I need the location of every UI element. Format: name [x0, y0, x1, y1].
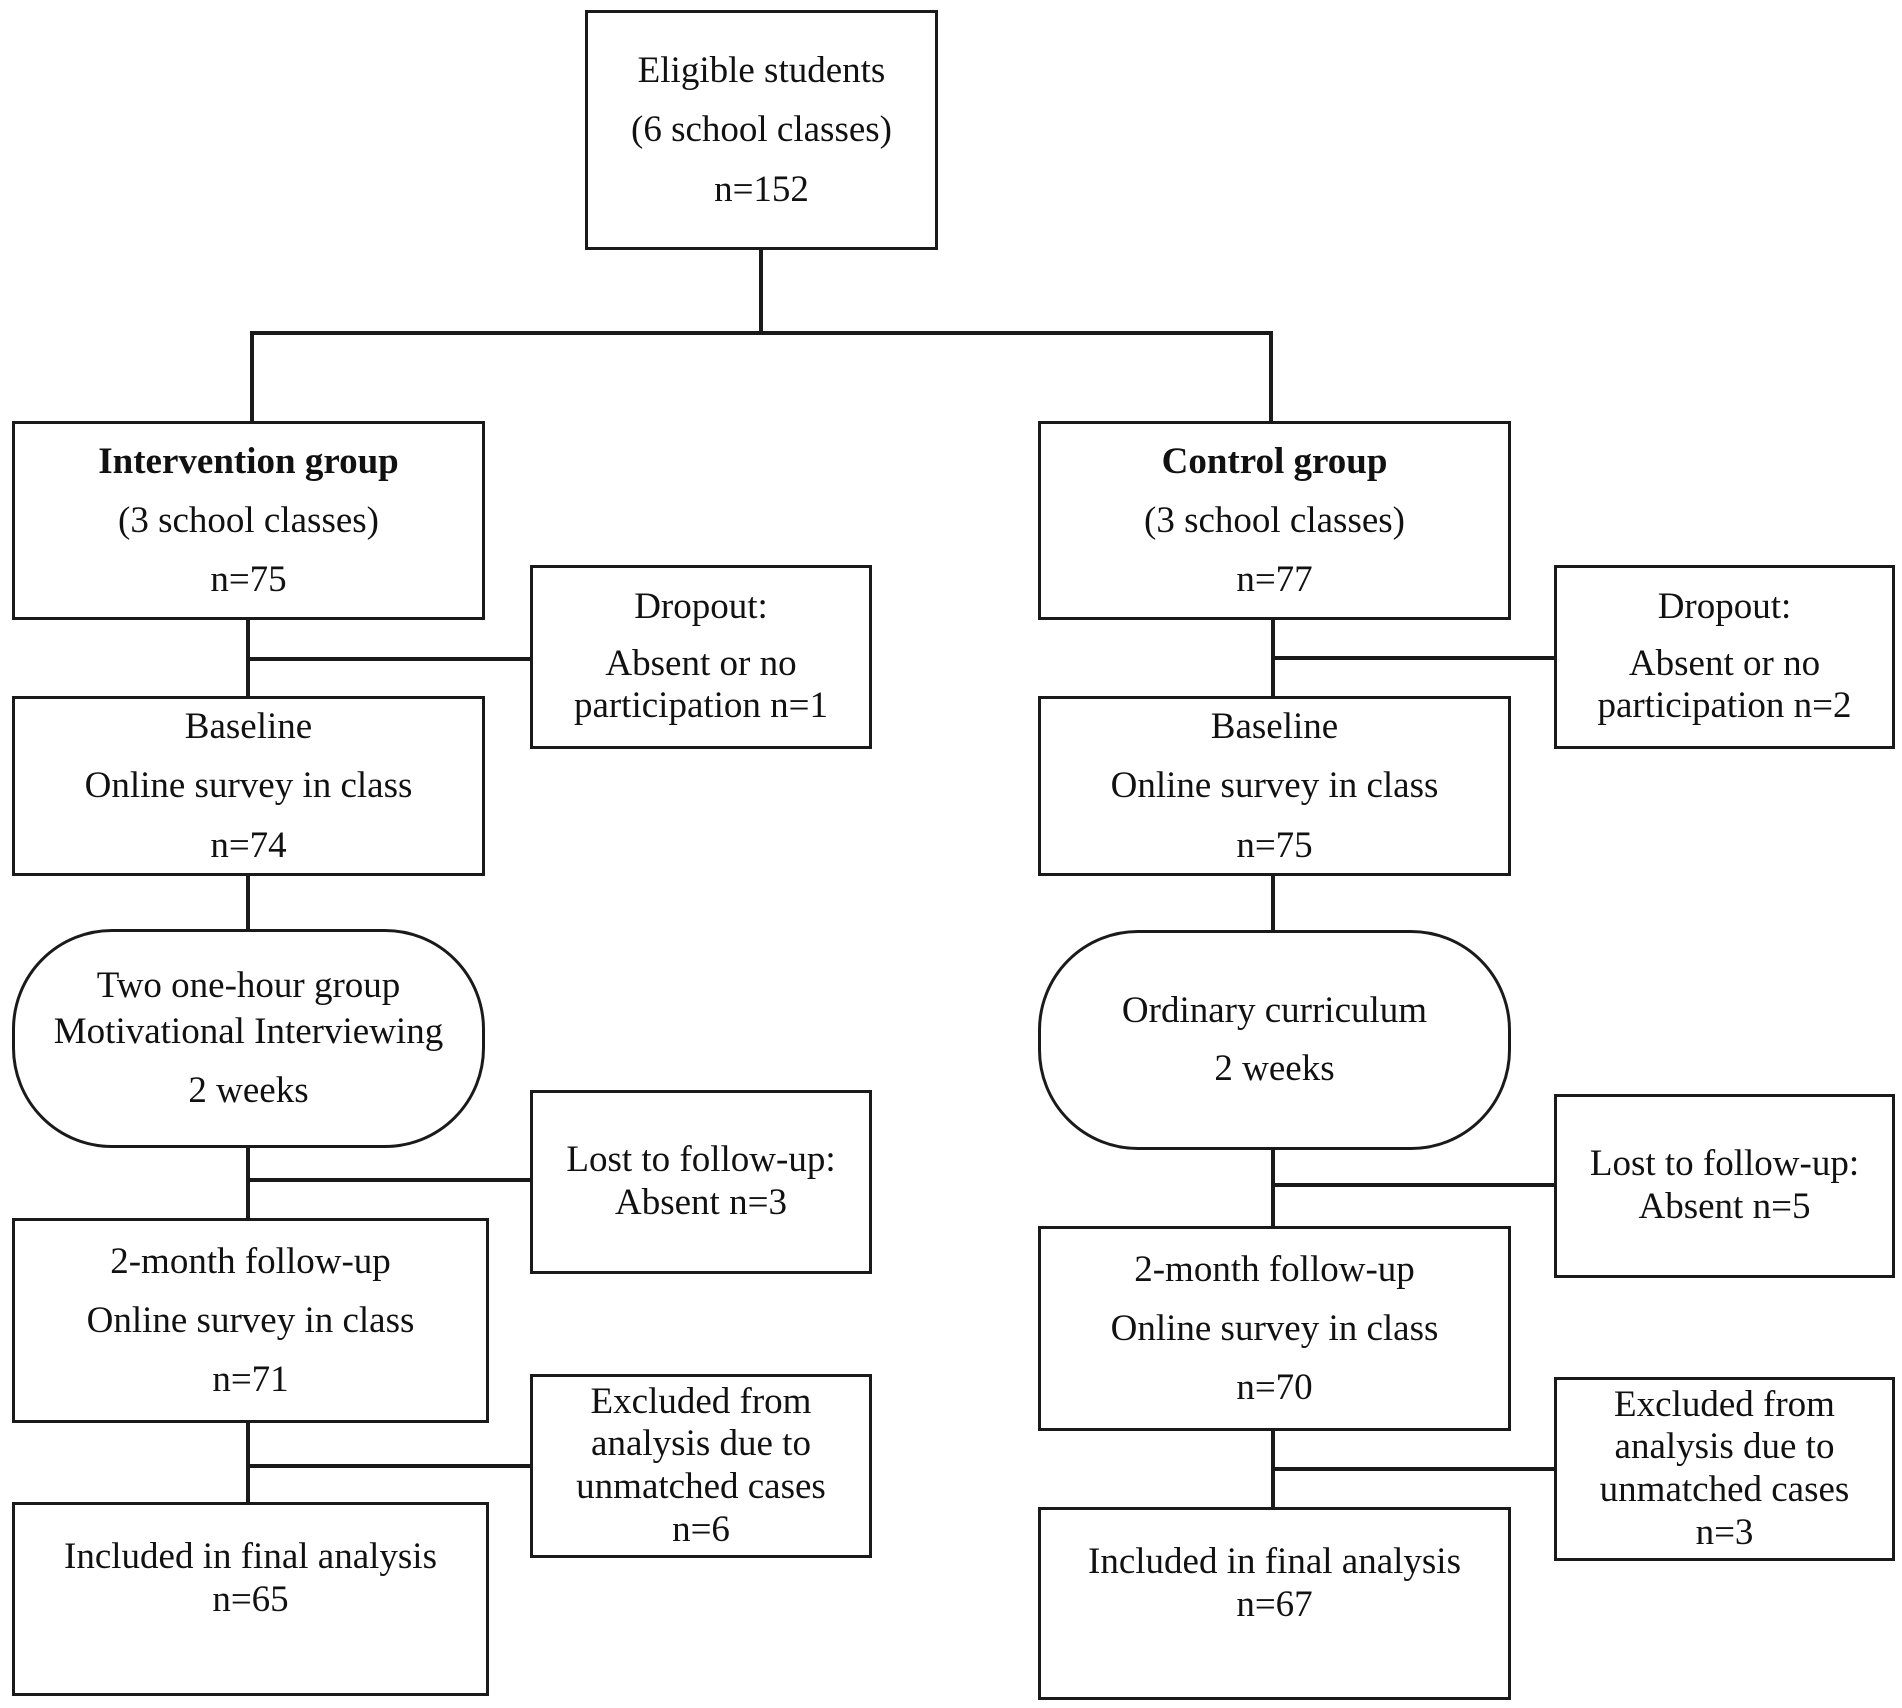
- control-excluded-line2: analysis due to: [1614, 1426, 1835, 1468]
- connector-to-control: [1269, 331, 1273, 423]
- control-followup-count: n=70: [1236, 1367, 1313, 1409]
- intervention-group-box: Intervention group (3 school classes) n=…: [12, 421, 485, 620]
- control-dropout-count: participation n=2: [1597, 685, 1852, 727]
- eligible-title: Eligible students: [637, 50, 886, 92]
- intervention-baseline-count: n=74: [210, 824, 287, 866]
- control-baseline-box: Baseline Online survey in class n=75: [1038, 696, 1511, 876]
- intervention-group-count: n=75: [210, 559, 287, 601]
- intervention-baseline-title: Baseline: [184, 706, 313, 748]
- control-dropout-box: Dropout: Absent or no participation n=2: [1554, 565, 1895, 749]
- control-baseline-title: Baseline: [1210, 706, 1339, 748]
- intervention-excluded-count: n=6: [672, 1508, 730, 1550]
- intervention-treatment-line1: Two one-hour group: [96, 965, 401, 1007]
- control-final-title: Included in final analysis: [1088, 1540, 1461, 1582]
- intervention-final-count: n=65: [212, 1579, 289, 1620]
- intervention-followup-count: n=71: [212, 1359, 289, 1401]
- control-excluded-line3: unmatched cases: [1599, 1469, 1850, 1510]
- intervention-lost-box: Lost to follow-up: Absent n=3: [530, 1090, 872, 1274]
- control-dropout-title: Dropout:: [1657, 586, 1792, 628]
- intervention-treatment-box: Two one-hour group Motivational Intervie…: [12, 929, 485, 1148]
- intervention-treatment-line2: Motivational Interviewing: [53, 1011, 444, 1053]
- control-followup-method: Online survey in class: [1110, 1307, 1439, 1349]
- control-excluded-count: n=3: [1695, 1511, 1754, 1553]
- intervention-excluded-box: Excluded from analysis due to unmatched …: [530, 1374, 872, 1558]
- connector-intervention-lost: [246, 1178, 532, 1182]
- intervention-excluded-line2: analysis due to: [591, 1423, 811, 1465]
- control-treatment-duration: 2 weeks: [1214, 1048, 1335, 1089]
- intervention-dropout-box: Dropout: Absent or no participation n=1: [530, 565, 872, 749]
- intervention-lost-count: Absent n=3: [615, 1182, 787, 1223]
- connector-control-dropout: [1271, 656, 1556, 660]
- intervention-dropout-count: participation n=1: [573, 685, 829, 727]
- intervention-followup-method: Online survey in class: [86, 1299, 415, 1341]
- connector-split-horizontal: [250, 331, 1273, 335]
- control-excluded-box: Excluded from analysis due to unmatched …: [1554, 1377, 1895, 1561]
- intervention-excluded-line1: Excluded from: [590, 1380, 812, 1422]
- intervention-final-box: Included in final analysis n=65: [12, 1502, 489, 1696]
- connector-intervention-followup-to-final: [246, 1421, 250, 1504]
- intervention-treatment-duration: 2 weeks: [188, 1069, 309, 1111]
- connector-intervention-excluded: [246, 1464, 532, 1468]
- connector-control-baseline-to-treatment: [1271, 876, 1275, 932]
- connector-intervention-treatment-to-followup: [246, 1146, 250, 1220]
- control-group-title: Control group: [1161, 440, 1388, 482]
- connector-control-treatment-to-followup: [1271, 1148, 1275, 1228]
- control-treatment-line1: Ordinary curriculum: [1121, 989, 1428, 1031]
- control-excluded-line1: Excluded from: [1614, 1383, 1835, 1425]
- control-baseline-count: n=75: [1236, 824, 1313, 866]
- control-dropout-reason: Absent or no: [1628, 642, 1821, 684]
- control-followup-title: 2-month follow-up: [1134, 1248, 1415, 1290]
- intervention-group-title: Intervention group: [98, 440, 399, 482]
- control-group-box: Control group (3 school classes) n=77: [1038, 421, 1511, 620]
- connector-to-intervention: [250, 331, 254, 423]
- control-baseline-method: Online survey in class: [1110, 765, 1439, 807]
- intervention-lost-title: Lost to follow-up:: [566, 1139, 836, 1181]
- intervention-dropout-reason: Absent or no: [605, 642, 797, 684]
- control-followup-box: 2-month follow-up Online survey in class…: [1038, 1226, 1511, 1431]
- intervention-group-classes: (3 school classes): [118, 499, 379, 541]
- intervention-followup-box: 2-month follow-up Online survey in class…: [12, 1218, 489, 1423]
- connector-intervention-baseline-to-treatment: [246, 876, 250, 931]
- intervention-dropout-title: Dropout:: [634, 586, 768, 628]
- connector-control-lost: [1271, 1183, 1556, 1187]
- control-lost-count: Absent n=5: [1638, 1186, 1811, 1227]
- control-final-count: n=67: [1236, 1583, 1313, 1625]
- intervention-baseline-box: Baseline Online survey in class n=74: [12, 696, 485, 876]
- intervention-baseline-method: Online survey in class: [84, 765, 413, 807]
- intervention-final-title: Included in final analysis: [64, 1536, 437, 1578]
- connector-control-excluded: [1271, 1467, 1556, 1471]
- control-treatment-box: Ordinary curriculum 2 weeks: [1038, 930, 1511, 1150]
- control-final-box: Included in final analysis n=67: [1038, 1507, 1511, 1700]
- eligible-students-box: Eligible students (6 school classes) n=1…: [585, 10, 938, 250]
- control-lost-title: Lost to follow-up:: [1589, 1143, 1860, 1185]
- control-group-classes: (3 school classes): [1144, 499, 1405, 541]
- control-lost-box: Lost to follow-up: Absent n=5: [1554, 1094, 1895, 1278]
- intervention-followup-title: 2-month follow-up: [110, 1240, 391, 1282]
- connector-eligible-down: [759, 250, 763, 334]
- eligible-classes: (6 school classes): [631, 109, 892, 151]
- connector-intervention-dropout: [246, 657, 532, 661]
- control-group-count: n=77: [1236, 559, 1313, 601]
- eligible-count: n=152: [714, 168, 809, 210]
- intervention-excluded-line3: unmatched cases: [576, 1466, 826, 1507]
